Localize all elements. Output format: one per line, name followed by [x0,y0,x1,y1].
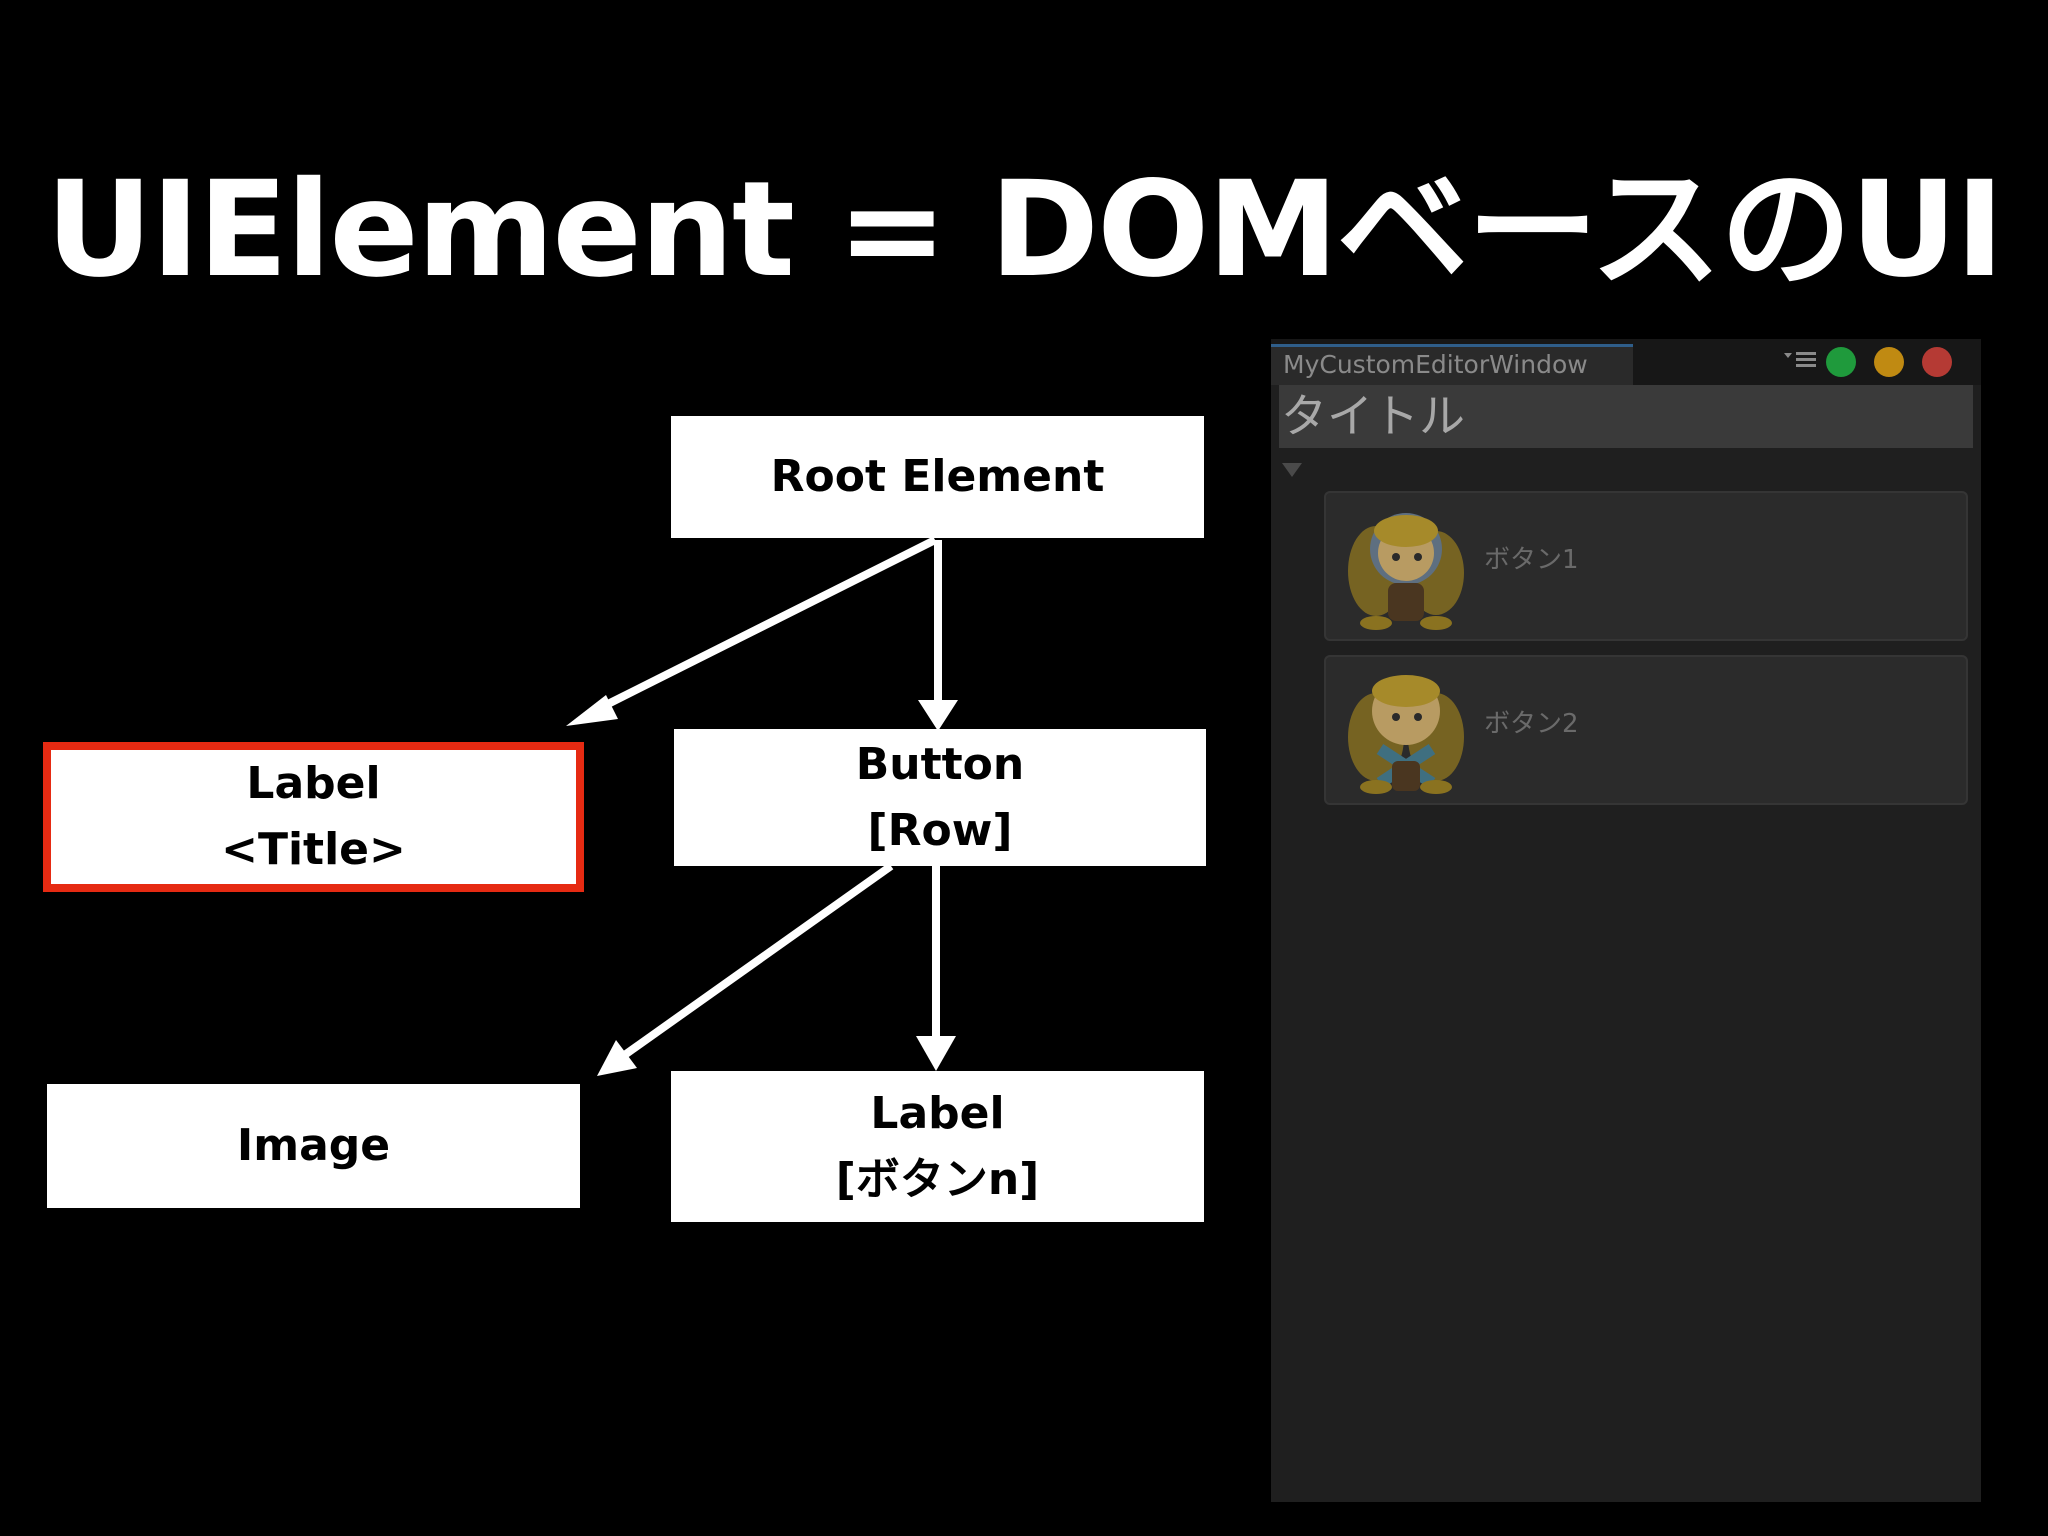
foldout-triangle-icon[interactable] [1282,463,1302,479]
arrowhead-label-button [916,1036,956,1071]
label-button-line2: [ボタンn] [835,1153,1040,1205]
arrowhead-label-title [566,695,618,726]
label-title-node: Label <Title> [43,742,584,892]
slide-title: UIElement = DOMベースのUI [45,153,2005,307]
close-button[interactable] [1922,347,1952,377]
arrowhead-button [918,700,958,731]
maximize-button[interactable] [1826,347,1856,377]
editor-tab[interactable]: MyCustomEditorWindow [1271,344,1633,385]
label-button-node: Label [ボタンn] [671,1071,1204,1222]
row-button-2-label: ボタン2 [1484,709,1579,739]
button-row-line1: Button [855,738,1025,790]
label-button-line1: Label [870,1087,1005,1139]
label-title-line2: <Title> [221,824,406,875]
row-button-2[interactable]: ボタン2 [1324,655,1968,805]
image-node-label: Image [236,1120,391,1171]
arrow-root-to-label-line [594,536,937,714]
character-image-icon [1348,675,1464,794]
row-button-1-label: ボタン1 [1484,545,1579,575]
root-element-label: Root Element [770,451,1105,502]
row-button-1[interactable]: ボタン1 [1324,491,1968,641]
editor-tab-bar: MyCustomEditorWindow [1271,339,1981,385]
arrowhead-image [597,1040,637,1076]
button-row-node: Button [Row] [674,729,1206,866]
root-element-node: Root Element [671,416,1204,538]
character-image-icon [1348,513,1464,630]
arrow-button-to-image-line [623,862,894,1058]
window-menu-icon[interactable] [1784,350,1818,368]
editor-title-label: タイトル [1279,385,1973,448]
label-title-line1: Label [246,758,381,809]
button-row-line2: [Row] [867,804,1013,856]
editor-window-screenshot: MyCustomEditorWindow タイトル ボタン1 [1271,339,1981,1502]
image-node: Image [47,1084,580,1208]
minimize-button[interactable] [1874,347,1904,377]
